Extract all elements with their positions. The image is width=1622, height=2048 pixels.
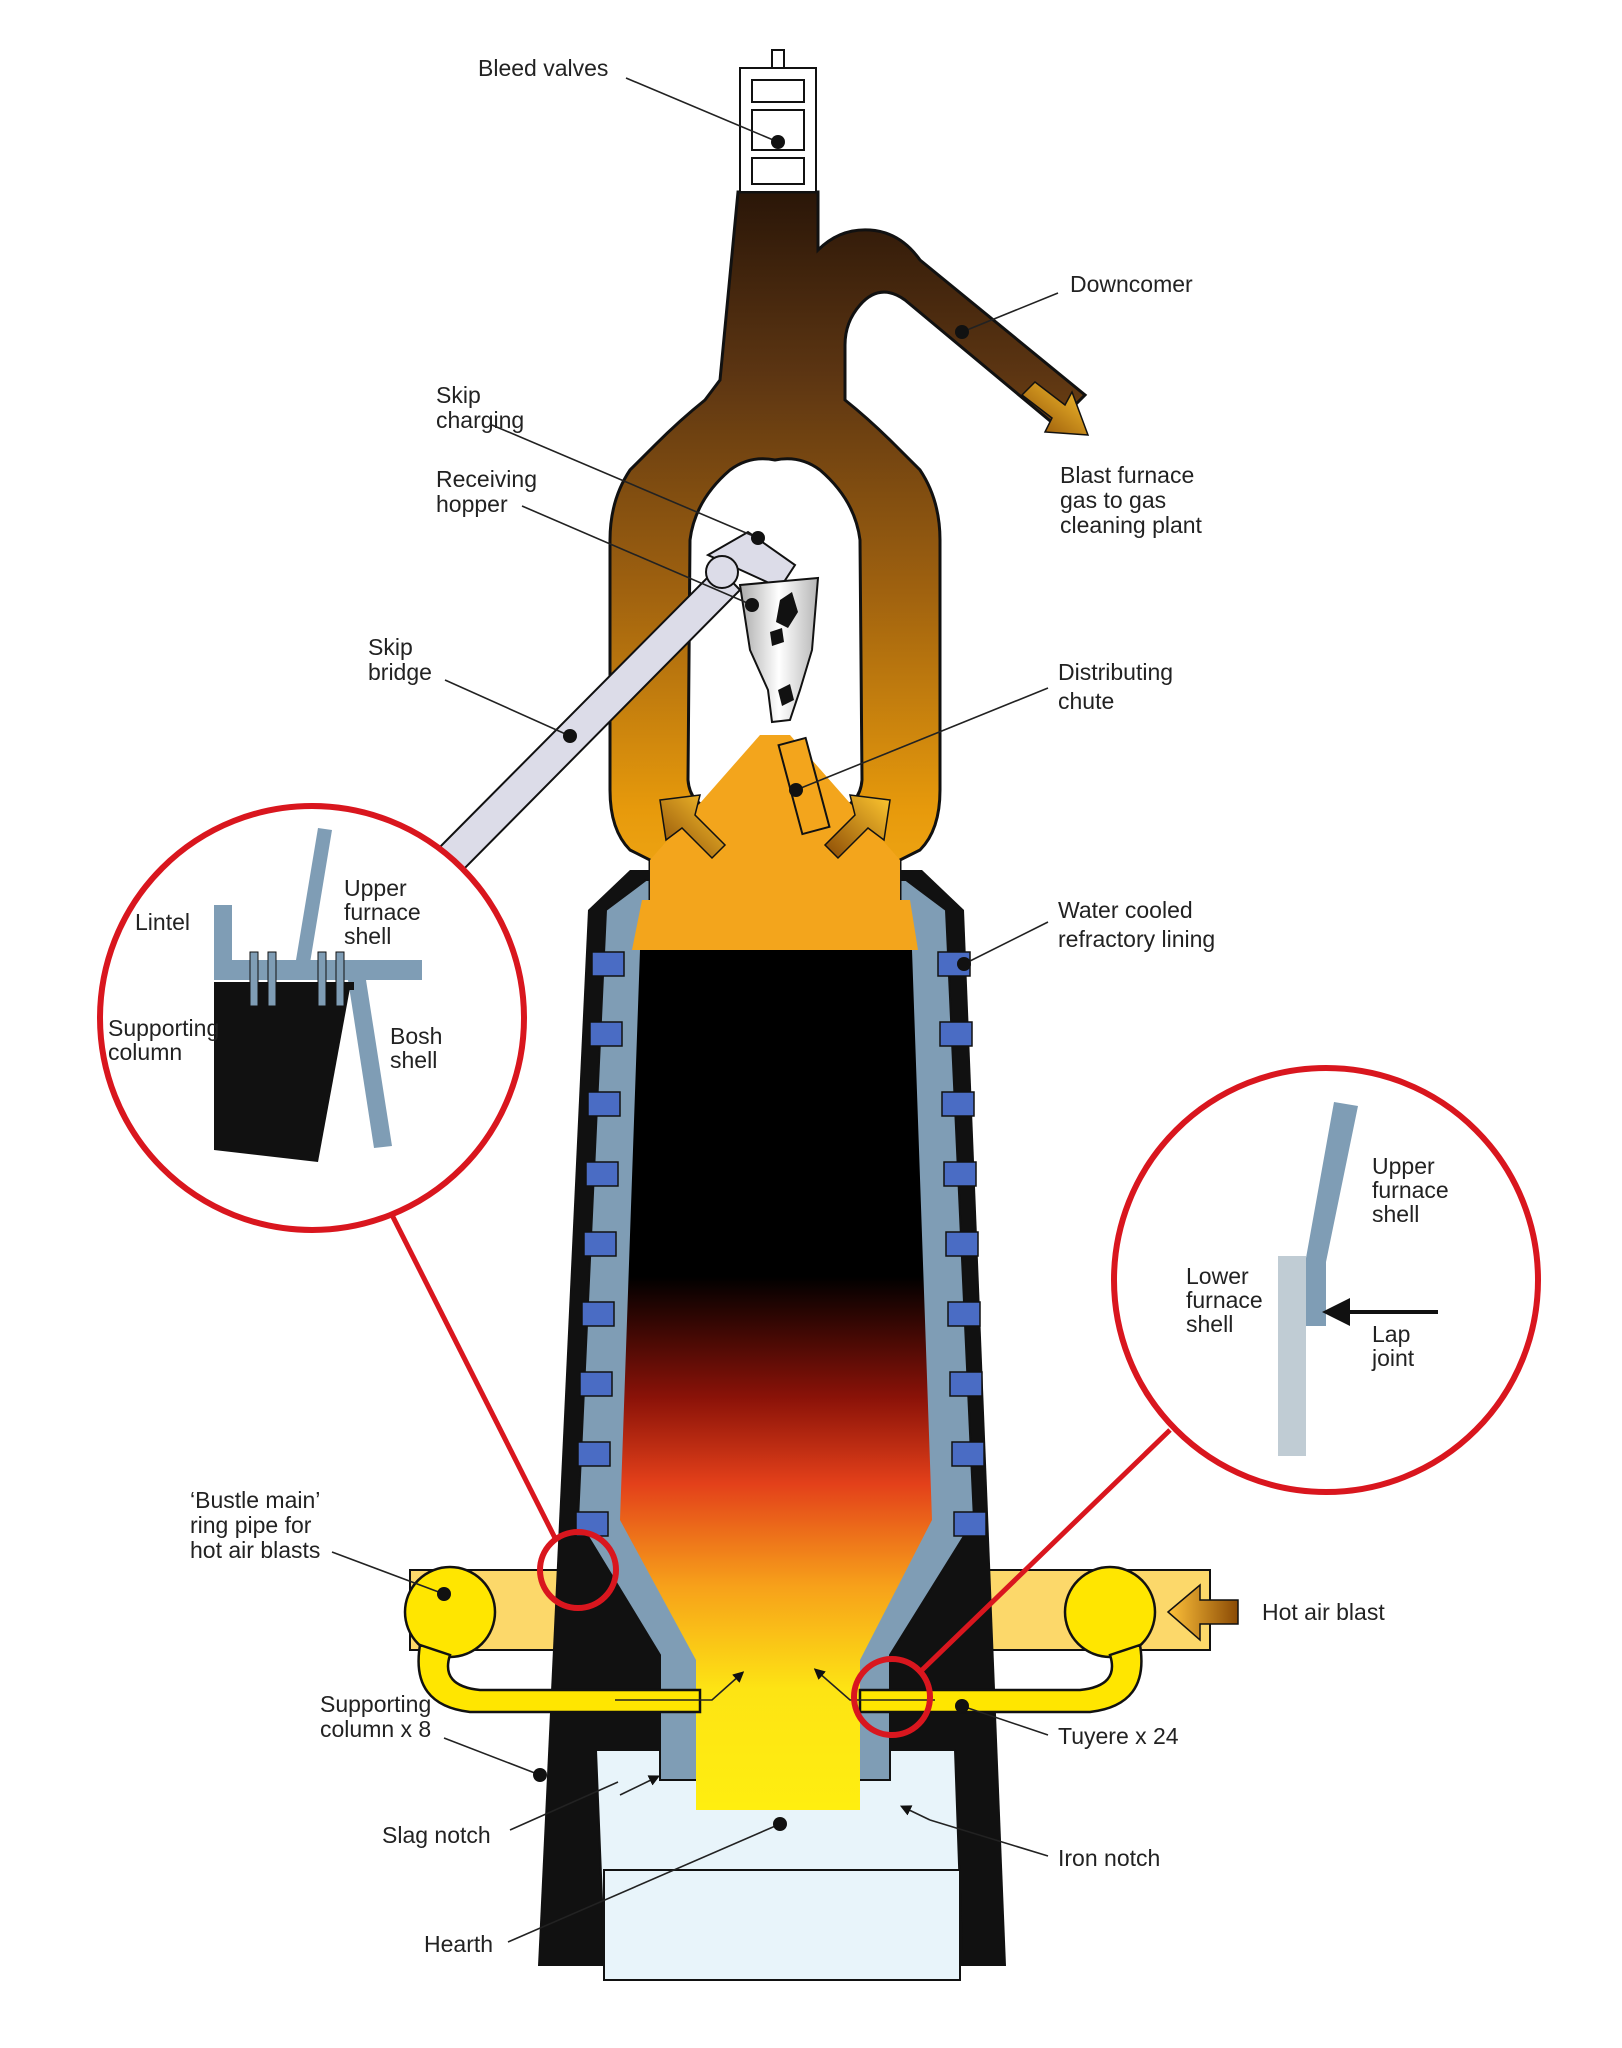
label-receiving-hopper: Receiving hopper — [436, 466, 543, 517]
label-skip-bridge: Skip bridge — [368, 634, 432, 685]
inset-right-label-upper-shell: Upper furnace shell — [1372, 1153, 1455, 1227]
gas-flow-arrow-left — [659, 794, 727, 860]
inset-left-label-supporting-column: Supporting column — [108, 1015, 226, 1065]
bleed-valve-housing — [739, 49, 817, 193]
throat-cone — [650, 735, 900, 920]
label-water-cooled-lining: Water cooled refractory lining — [1058, 897, 1215, 952]
label-hearth: Hearth — [424, 1931, 493, 1957]
inset-right — [1111, 1065, 1541, 1495]
inset-left-bosh-shell — [348, 980, 392, 1148]
inset-left-upper-shell — [294, 828, 332, 975]
inset-left-label-bosh-shell: Bosh shell — [390, 1023, 449, 1073]
inset-left-label-lintel: Lintel — [135, 909, 190, 935]
label-bleed-valves: Bleed valves — [478, 55, 608, 81]
callout-circle-small-right — [851, 1656, 933, 1738]
skip-car — [705, 530, 797, 590]
inset-left-plate — [214, 982, 354, 990]
iron-notch-arrow — [899, 1805, 931, 1821]
label-hot-air-blast: Hot air blast — [1262, 1599, 1385, 1625]
inset-left-lintel — [214, 905, 422, 980]
tuyere-line-left — [615, 1671, 745, 1701]
gas-outlet-arrow — [1020, 381, 1090, 436]
hearth-inner — [603, 1869, 961, 1981]
inset-right-label-lower-shell: Lower furnace shell — [1186, 1263, 1269, 1337]
callout-circle-small-left — [537, 1529, 619, 1611]
tuyere-line-right — [813, 1668, 935, 1701]
ore-lumps — [770, 592, 798, 706]
cooling-blocks-left — [575, 951, 625, 1537]
callout-line-left — [389, 1213, 559, 1542]
inset-left-label-upper-shell: Upper furnace shell — [344, 875, 427, 949]
hot-air-blast-arrow — [1166, 1583, 1239, 1642]
label-bustle-main: ‘Bustle main’ ring pipe for hot air blas… — [190, 1487, 326, 1563]
inset-left — [97, 803, 527, 1233]
label-iron-notch: Iron notch — [1058, 1845, 1160, 1871]
gas-flow-arrow-right — [823, 794, 891, 860]
label-supporting-column-x8: Supporting column x 8 — [320, 1691, 438, 1742]
leader-lines — [331, 77, 1059, 1943]
label-downcomer: Downcomer — [1070, 271, 1193, 297]
callout-line-right — [918, 1428, 1172, 1674]
furnace-shaft — [620, 950, 932, 1810]
inset-right-lower-shell — [1278, 1256, 1306, 1456]
label-gas-to-cleaning: Blast furnace gas to gas cleaning plant — [1060, 462, 1203, 538]
throat-top — [632, 900, 918, 950]
label-distributing-chute: Distributing chute — [1058, 659, 1179, 714]
label-slag-notch: Slag notch — [382, 1822, 491, 1848]
inset-right-upper-shell — [1306, 1102, 1358, 1326]
inset-left-column — [214, 984, 350, 1162]
inset-right-label-lap-joint: Lap joint — [1371, 1321, 1417, 1371]
inset-left-bolts — [249, 951, 345, 1007]
label-tuyere: Tuyere x 24 — [1058, 1723, 1179, 1749]
label-skip-charging: Skip charging — [436, 382, 524, 433]
skip-pulley — [705, 555, 739, 589]
slag-notch-arrow — [619, 1775, 661, 1796]
receiving-hopper — [738, 576, 820, 724]
